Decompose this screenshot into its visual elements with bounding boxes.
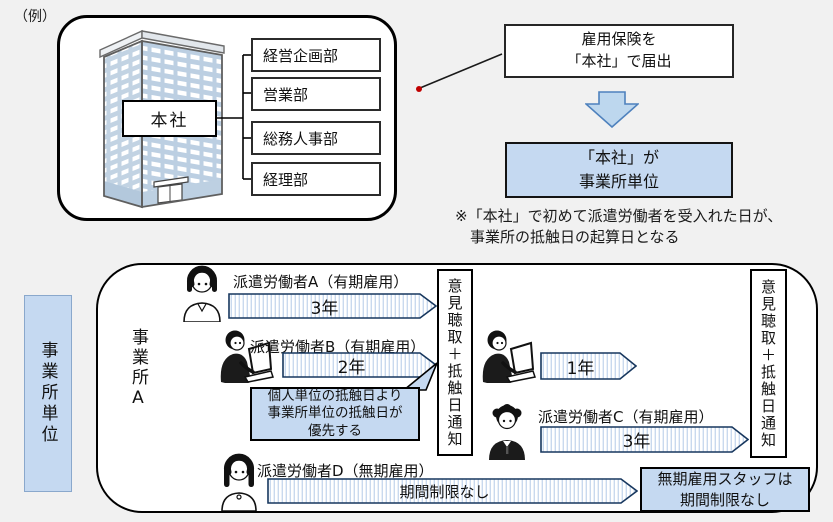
footnote-line1: ※「本社」で初めて派遣労働者を受入れた日が、 [455, 207, 783, 225]
insurance-filing-box: 雇用保険を 「本社」で届出 [504, 24, 734, 78]
worker-d-label: 派遣労働者D（無期雇用） [257, 462, 434, 480]
footnote: ※「本社」で初めて派遣労働者を受入れた日が、 事業所の抵触日の起算日となる [455, 206, 782, 248]
opinion-notice-text-2: 意見聴取＋抵触日通知 [759, 278, 777, 449]
priority-line2: 事業所単位の抵触日が [267, 405, 403, 422]
dept-box-sales: 営業部 [251, 77, 381, 111]
worker-d-duration-arrow: 期間制限なし [267, 478, 638, 504]
insurance-line1: 雇用保険を [581, 30, 657, 49]
unlimited-note-box: 無期雇用スタッフは 期間制限なし [640, 467, 810, 512]
worker-c-label: 派遣労働者C（有期雇用） [538, 408, 714, 426]
office-a-label: 事業所A [128, 328, 148, 411]
worker-c-duration: 3年 [622, 432, 651, 452]
insurance-line2: 「本社」で届出 [566, 52, 672, 70]
opinion-notice-text-1: 意見聴取＋抵触日通知 [445, 277, 464, 448]
unit-line1: 「本社」が [578, 148, 659, 167]
worker-d-duration: 期間制限なし [399, 482, 490, 501]
dept-box-hr: 総務人事部 [251, 121, 381, 155]
worker-b-laptop-icon [220, 330, 274, 383]
worker-mid-laptop-icon [482, 330, 536, 383]
example-label: （例） [14, 9, 56, 25]
head-office-box: 本社 [122, 100, 217, 137]
opinion-notice-box-1: 意見聴取＋抵触日通知 [437, 269, 473, 456]
worker-c-icon [489, 404, 525, 460]
dept-box-planning: 経営企画部 [251, 38, 381, 72]
worker-mid-duration: 1年 [566, 358, 595, 379]
worker-mid-duration-arrow: 1年 [540, 352, 637, 380]
priority-line3: 優先する [308, 422, 362, 439]
down-arrow-icon [585, 91, 639, 128]
establishment-unit-label: 事業所単位 [37, 341, 58, 446]
worker-c-duration-arrow: 3年 [540, 426, 749, 453]
head-office-unit-box: 「本社」が 事業所単位 [505, 142, 733, 198]
worker-b-label: 派遣労働者B（有期雇用） [250, 338, 426, 356]
worker-a-icon [183, 265, 221, 322]
worker-a-label: 派遣労働者A（有期雇用） [233, 273, 409, 291]
worker-d-icon [221, 453, 257, 511]
dept-box-accounting: 経理部 [251, 162, 381, 196]
worker-a-duration: 3年 [310, 298, 339, 319]
footnote-line2: 事業所の抵触日の起算日となる [470, 228, 680, 246]
priority-line1: 個人単位の抵触日より [267, 388, 403, 405]
establishment-unit-label-box: 事業所単位 [24, 295, 72, 492]
worker-b-duration: 2年 [337, 357, 366, 378]
unlimited-line2: 期間制限なし [679, 490, 770, 509]
red-dot [416, 86, 422, 92]
opinion-notice-box-2: 意見聴取＋抵触日通知 [750, 269, 787, 458]
worker-a-duration-arrow: 3年 [228, 293, 437, 319]
unlimited-line1: 無期雇用スタッフは [657, 469, 793, 488]
unit-line2: 事業所単位 [578, 172, 659, 191]
priority-note-box: 個人単位の抵触日より 事業所単位の抵触日が 優先する [250, 387, 420, 441]
worker-b-duration-arrow: 2年 [282, 352, 437, 378]
